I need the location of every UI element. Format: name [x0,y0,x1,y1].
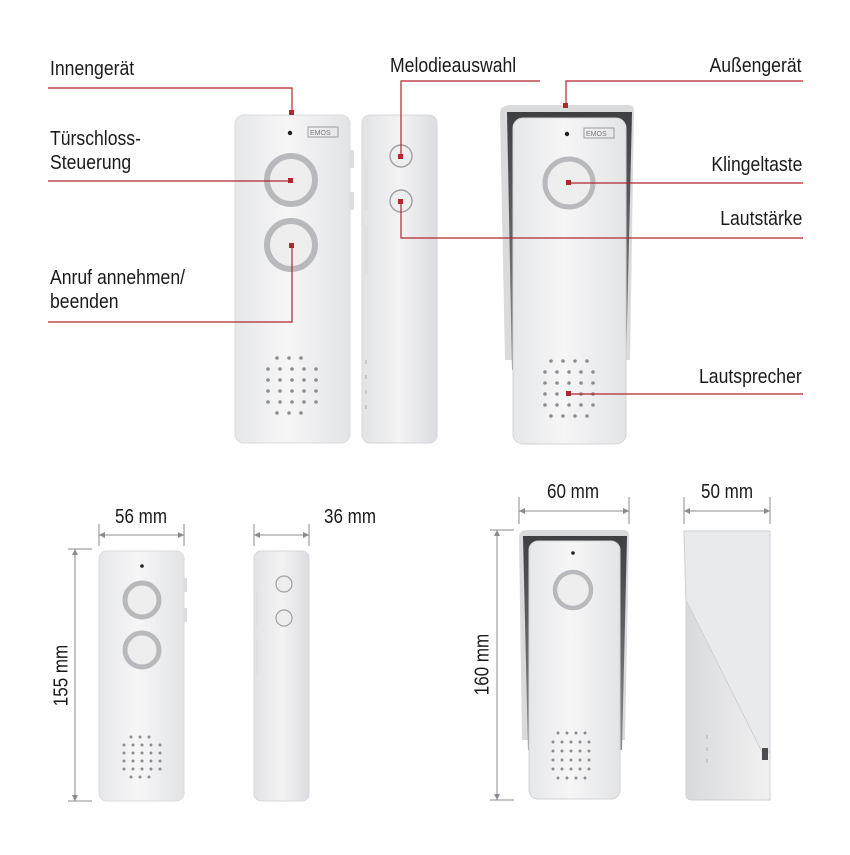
label-aussengeraet: Außengerät [710,55,802,77]
indoor-unit-front-small [98,550,187,802]
outdoor-unit-side-small [683,530,771,801]
indoor-unit-front: EMOS [234,114,354,444]
dim-outdoor-height: 160 mm [471,633,494,696]
dim-outdoor-width: 60 mm [547,481,599,503]
label-lautsprecher: Lautsprecher [699,366,802,388]
outdoor-unit-front: EMOS [500,105,635,445]
indoor-unit-side [361,114,438,444]
label-melodieauswahl: Melodieauswahl [390,55,517,77]
label-tuerschloss-line1: Türschloss- [50,128,141,150]
speaker-grille-indoor [266,356,318,415]
speaker-grille-outdoor [543,359,595,418]
leader-lines [48,80,803,395]
label-klingeltaste: Klingeltaste [711,154,802,176]
label-tuerschloss-line2: Steuerung [50,152,132,174]
label-lautstaerke: Lautstärke [719,208,802,230]
dim-indoor-depth: 36 mm [324,506,376,528]
dimension-arrows [72,508,770,801]
dim-indoor-height: 155 mm [50,644,73,707]
svg-text:EMOS: EMOS [586,131,607,138]
dim-indoor-width: 56 mm [115,506,167,528]
label-anruf-line1: Anruf annehmen/ [50,267,186,289]
indoor-unit-side-small [253,550,310,802]
outdoor-unit-front-small [519,530,630,800]
leader-dots [288,103,571,396]
dim-outdoor-depth: 50 mm [701,481,753,503]
label-anruf-line2: beenden [50,291,119,313]
dimension-lines [68,497,771,802]
label-innengeraet: Innengerät [50,58,135,80]
svg-text:EMOS: EMOS [310,130,331,137]
